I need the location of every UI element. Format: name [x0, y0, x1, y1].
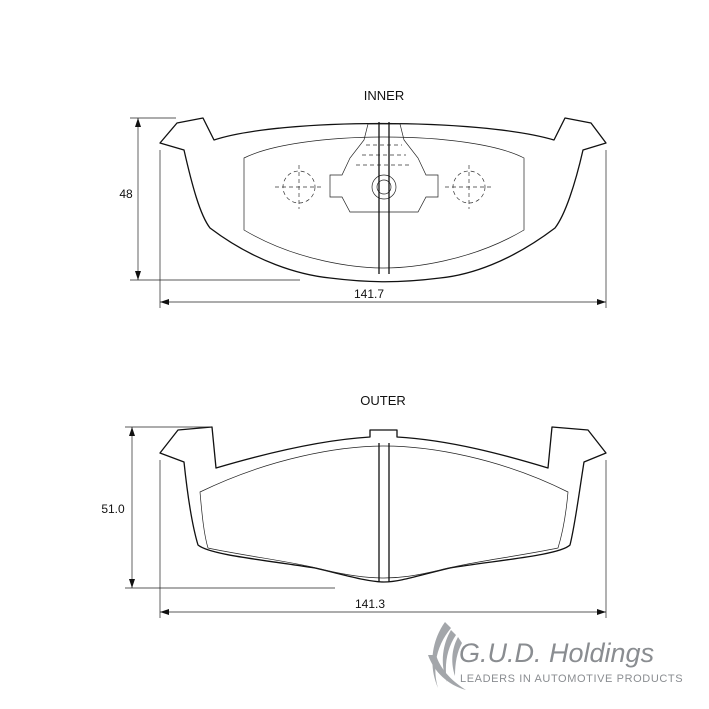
inner-center-boss-hole — [376, 179, 392, 195]
outer-height-label: 51.0 — [101, 502, 125, 516]
inner-pad-view: INNER 48 141.7 — [119, 88, 607, 308]
outer-pad-view: OUTER 51.0 141.3 — [101, 393, 607, 618]
outer-height-dim-lines — [125, 426, 335, 589]
outer-width-arrow-right — [597, 609, 606, 615]
inner-width-label: 141.7 — [354, 287, 384, 301]
inner-height-arrow-top — [135, 118, 141, 127]
outer-friction-edge — [199, 445, 569, 579]
outer-width-label: 141.3 — [355, 597, 385, 611]
outer-pad-outline — [159, 426, 607, 583]
inner-height-label: 48 — [119, 187, 133, 201]
inner-height-dim-lines — [130, 117, 300, 281]
inner-friction-edge — [243, 136, 525, 269]
inner-width-arrow-left — [160, 299, 169, 305]
outer-height-arrow-top — [129, 427, 135, 436]
gud-holdings-swoosh-icon — [428, 622, 466, 690]
outer-height-arrow-bottom — [129, 579, 135, 588]
outer-center-slot — [378, 443, 390, 582]
inner-center-slot — [378, 122, 390, 274]
inner-clip-hidden-lines — [356, 144, 412, 166]
inner-width-arrow-right — [597, 299, 606, 305]
inner-height-arrow-bottom — [135, 271, 141, 280]
outer-width-arrow-left — [160, 609, 169, 615]
brand-tagline: LEADERS IN AUTOMOTIVE PRODUCTS — [460, 673, 683, 685]
inner-center-boss — [371, 174, 397, 200]
inner-hole-centerlines — [275, 165, 493, 209]
inner-title: INNER — [364, 88, 404, 103]
gud-holdings-logo: G.U.D. Holdings LEADERS IN AUTOMOTIVE PR… — [428, 622, 683, 690]
outer-title: OUTER — [360, 393, 406, 408]
brand-name: G.U.D. Holdings — [459, 638, 654, 668]
inner-width-dim-lines — [159, 150, 607, 308]
inner-clip-housing — [329, 123, 439, 213]
inner-pad-outline — [159, 117, 607, 283]
outer-width-dim-lines — [159, 460, 607, 618]
